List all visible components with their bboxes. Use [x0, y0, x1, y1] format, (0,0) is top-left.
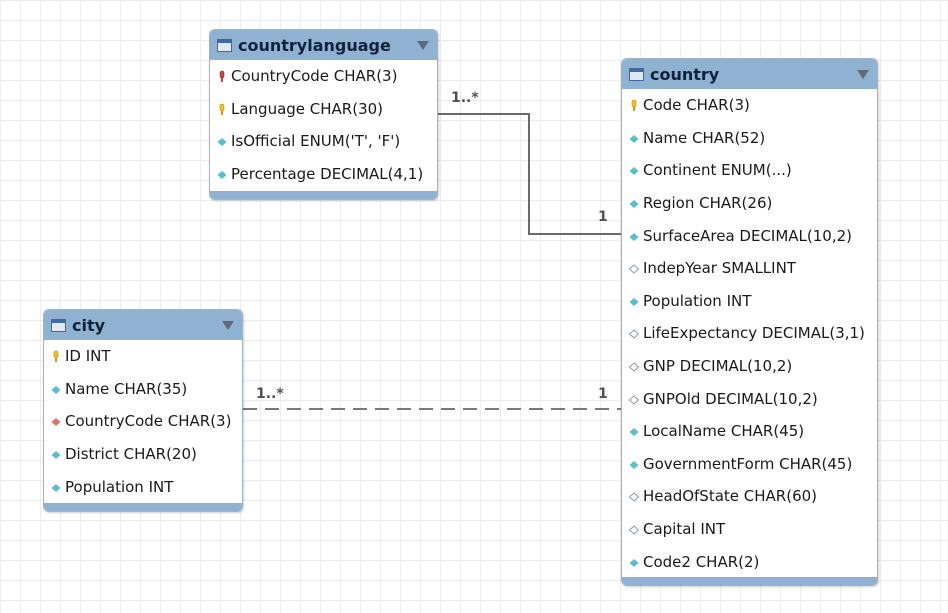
field-row[interactable]: GovernmentForm CHAR(45)	[622, 448, 877, 481]
field-label: Population INT	[643, 291, 752, 310]
not-null-column-icon	[628, 131, 640, 145]
cardinality-label: 1	[598, 386, 608, 402]
nullable-column-icon	[628, 326, 640, 340]
field-row[interactable]: GNPOld DECIMAL(10,2)	[622, 382, 877, 415]
field-label: GovernmentForm CHAR(45)	[643, 454, 853, 473]
field-row[interactable]: Name CHAR(35)	[44, 373, 242, 406]
field-list: ID INT Name CHAR(35) CountryCode CHAR(3) Di…	[44, 340, 242, 503]
foreign-key-column-icon	[50, 414, 62, 428]
field-label: CountryCode CHAR(3)	[231, 67, 398, 86]
field-label: Population INT	[65, 477, 174, 496]
primary-key-icon	[628, 98, 640, 112]
field-label: Code CHAR(3)	[643, 96, 750, 115]
field-label: CountryCode CHAR(3)	[65, 412, 232, 431]
field-label: ID INT	[65, 347, 111, 366]
field-label: LocalName CHAR(45)	[643, 422, 805, 441]
field-label: SurfaceArea DECIMAL(10,2)	[643, 226, 853, 245]
field-label: HeadOfState CHAR(60)	[643, 487, 818, 506]
not-null-column-icon	[50, 447, 62, 461]
field-row[interactable]: District CHAR(20)	[44, 438, 242, 471]
field-row[interactable]: HeadOfState CHAR(60)	[622, 480, 877, 513]
field-list: CountryCode CHAR(3) Language CHAR(30) IsOf…	[210, 60, 437, 190]
field-row[interactable]: IsOfficial ENUM('T', 'F')	[210, 125, 437, 158]
not-null-column-icon	[50, 382, 62, 396]
field-label: GNPOld DECIMAL(10,2)	[643, 389, 818, 408]
field-label: Capital INT	[643, 520, 726, 539]
table-city[interactable]: city ID INT Name CHAR(35) CountryCode CHAR…	[43, 309, 243, 512]
field-label: Name CHAR(52)	[643, 128, 766, 147]
field-row[interactable]: GNP DECIMAL(10,2)	[622, 350, 877, 383]
table-header[interactable]: countrylanguage	[210, 30, 437, 60]
not-null-column-icon	[628, 424, 640, 438]
field-label: Code2 CHAR(2)	[643, 552, 760, 571]
table-footer	[44, 503, 242, 511]
not-null-column-icon	[50, 480, 62, 494]
table-header[interactable]: country	[622, 59, 877, 89]
field-row[interactable]: LocalName CHAR(45)	[622, 415, 877, 448]
nullable-column-icon	[628, 359, 640, 373]
field-label: IndepYear SMALLINT	[643, 259, 796, 278]
field-row[interactable]: Name CHAR(52)	[622, 122, 877, 155]
not-null-column-icon	[628, 229, 640, 243]
field-row[interactable]: IndepYear SMALLINT	[622, 252, 877, 285]
not-null-column-icon	[628, 196, 640, 210]
foreign-primary-key-icon	[216, 69, 228, 83]
field-label: Name CHAR(35)	[65, 379, 188, 398]
not-null-column-icon	[628, 294, 640, 308]
nullable-column-icon	[628, 261, 640, 275]
field-label: GNP DECIMAL(10,2)	[643, 357, 793, 376]
table-footer	[210, 191, 437, 199]
field-label: Language CHAR(30)	[231, 99, 384, 118]
not-null-column-icon	[216, 167, 228, 181]
nullable-column-icon	[628, 522, 640, 536]
table-icon	[629, 67, 644, 81]
table-name: countrylanguage	[238, 35, 391, 55]
table-footer	[622, 577, 877, 585]
field-row[interactable]: Population INT	[622, 285, 877, 318]
collapse-triangle-icon[interactable]	[222, 320, 234, 330]
table-header[interactable]: city	[44, 310, 242, 340]
table-countrylanguage[interactable]: countrylanguage CountryCode CHAR(3) Langu…	[209, 29, 438, 200]
field-row[interactable]: Region CHAR(26)	[622, 187, 877, 220]
field-label: IsOfficial ENUM('T', 'F')	[231, 132, 401, 151]
nullable-column-icon	[628, 489, 640, 503]
field-row[interactable]: ID INT	[44, 340, 242, 373]
primary-key-icon	[50, 349, 62, 363]
collapse-triangle-icon[interactable]	[417, 40, 429, 50]
cardinality-label: 1..*	[451, 90, 479, 106]
field-label: District CHAR(20)	[65, 445, 197, 464]
table-name: city	[72, 315, 106, 335]
field-row[interactable]: CountryCode CHAR(3)	[44, 405, 242, 438]
table-name: country	[650, 64, 720, 84]
nullable-column-icon	[628, 392, 640, 406]
relationship-countrylanguage-country[interactable]	[438, 113, 622, 235]
field-row[interactable]: LifeExpectancy DECIMAL(3,1)	[622, 317, 877, 350]
field-row[interactable]: Language CHAR(30)	[210, 93, 437, 126]
field-label: Region CHAR(26)	[643, 194, 773, 213]
field-row[interactable]: Continent ENUM(...)	[622, 154, 877, 187]
not-null-column-icon	[628, 163, 640, 177]
field-row[interactable]: SurfaceArea DECIMAL(10,2)	[622, 219, 877, 252]
field-row[interactable]: Code CHAR(3)	[622, 89, 877, 122]
primary-key-icon	[216, 102, 228, 116]
field-row[interactable]: Percentage DECIMAL(4,1)	[210, 158, 437, 191]
cardinality-label: 1..*	[256, 386, 284, 402]
field-row[interactable]: CountryCode CHAR(3)	[210, 60, 437, 93]
field-list: Code CHAR(3) Name CHAR(52) Continent ENUM(…	[622, 89, 877, 578]
not-null-column-icon	[628, 457, 640, 471]
collapse-triangle-icon[interactable]	[857, 69, 869, 79]
field-row[interactable]: Population INT	[44, 470, 242, 503]
table-icon	[217, 38, 232, 52]
cardinality-label: 1	[598, 209, 608, 225]
field-label: LifeExpectancy DECIMAL(3,1)	[643, 324, 865, 343]
field-label: Continent ENUM(...)	[643, 161, 792, 180]
field-label: Percentage DECIMAL(4,1)	[231, 165, 424, 184]
table-country[interactable]: country Code CHAR(3) Name CHAR(52) Contine…	[621, 58, 878, 586]
field-row[interactable]: Code2 CHAR(2)	[622, 545, 877, 578]
table-icon	[51, 318, 66, 332]
not-null-column-icon	[216, 134, 228, 148]
not-null-column-icon	[628, 555, 640, 569]
field-row[interactable]: Capital INT	[622, 513, 877, 546]
